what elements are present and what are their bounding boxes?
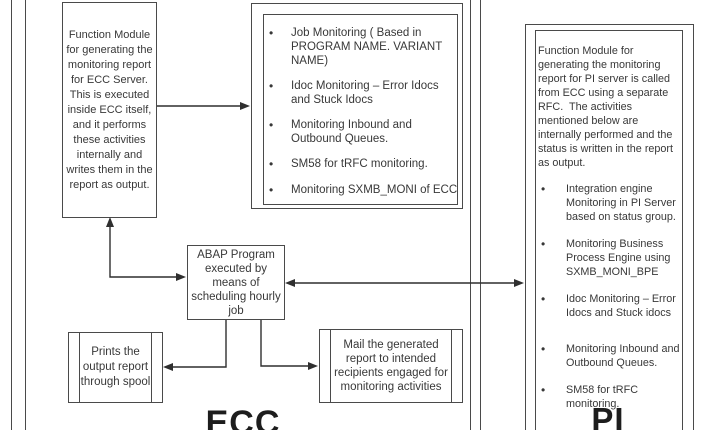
list-item: Monitoring Inbound and Outbound Queues. xyxy=(538,342,682,370)
double-edge-line xyxy=(330,330,331,402)
ecc-function-module-box: Function Module for generating the monit… xyxy=(62,2,157,218)
list-item: Integration engine Monitoring in PI Serv… xyxy=(538,182,682,224)
ecc-activities-box: Job Monitoring ( Based in PROGRAM NAME. … xyxy=(263,14,458,205)
bullet-icon xyxy=(269,118,291,146)
abap-program-text: ABAP Program executed by means of schedu… xyxy=(191,248,281,317)
pi-function-module-content: Function Module for generating the monit… xyxy=(535,30,683,424)
ecc-function-module-text: Function Module for generating the monit… xyxy=(66,28,153,191)
bullet-icon xyxy=(269,183,291,198)
activity-text: Integration engine Monitoring in PI Serv… xyxy=(566,183,676,223)
bullet-icon xyxy=(541,182,566,224)
mail-report-box: Mail the generated report to intended re… xyxy=(319,329,463,403)
list-item: Job Monitoring ( Based in PROGRAM NAME. … xyxy=(264,26,457,68)
bullet-icon xyxy=(541,342,566,370)
double-edge-line xyxy=(79,333,80,402)
ecc-container-label: ECC xyxy=(205,404,281,430)
activity-text: Monitoring Inbound and Outbound Queues. xyxy=(566,343,680,369)
bullet-icon xyxy=(269,157,291,172)
activity-text: Idoc Monitoring – Error Idocs and Stuck … xyxy=(566,293,676,319)
bullet-icon xyxy=(269,26,291,68)
double-edge-line xyxy=(151,333,152,402)
pi-container-label: PI xyxy=(591,401,625,430)
list-item: Monitoring Inbound and Outbound Queues. xyxy=(264,118,457,146)
bullet-icon xyxy=(541,292,566,320)
list-item: Idoc Monitoring – Error Idocs and Stuck … xyxy=(264,79,457,107)
bullet-icon xyxy=(269,79,291,107)
activity-text: Monitoring Inbound and Outbound Queues. xyxy=(291,119,412,145)
activity-text: SM58 for tRFC monitoring. xyxy=(291,158,428,170)
activity-text: Job Monitoring ( Based in PROGRAM NAME. … xyxy=(291,27,443,67)
abap-program-box: ABAP Program executed by means of schedu… xyxy=(187,245,285,320)
activity-text: Monitoring Business Process Engine using… xyxy=(566,238,671,278)
activity-text: Idoc Monitoring – Error Idocs and Stuck … xyxy=(291,80,439,106)
double-edge-line xyxy=(451,330,452,402)
print-spool-text: Prints the output report through spool xyxy=(80,346,151,388)
list-item: Monitoring Business Process Engine using… xyxy=(538,237,682,279)
activity-text: SM58 for tRFC monitoring. xyxy=(566,384,638,410)
list-item: SM58 for tRFC monitoring. xyxy=(264,157,457,172)
pi-description-text: Function Module for generating the monit… xyxy=(538,45,674,169)
print-spool-box: Prints the output report through spool xyxy=(68,332,163,403)
list-item: Monitoring SXMB_MONI of ECC xyxy=(264,183,457,198)
list-item: SM58 for tRFC monitoring. xyxy=(538,383,682,411)
bullet-icon xyxy=(541,237,566,279)
mail-report-text: Mail the generated report to intended re… xyxy=(334,339,448,393)
activity-text: Monitoring SXMB_MONI of ECC xyxy=(291,184,458,196)
list-item: Idoc Monitoring – Error Idocs and Stuck … xyxy=(538,292,682,320)
